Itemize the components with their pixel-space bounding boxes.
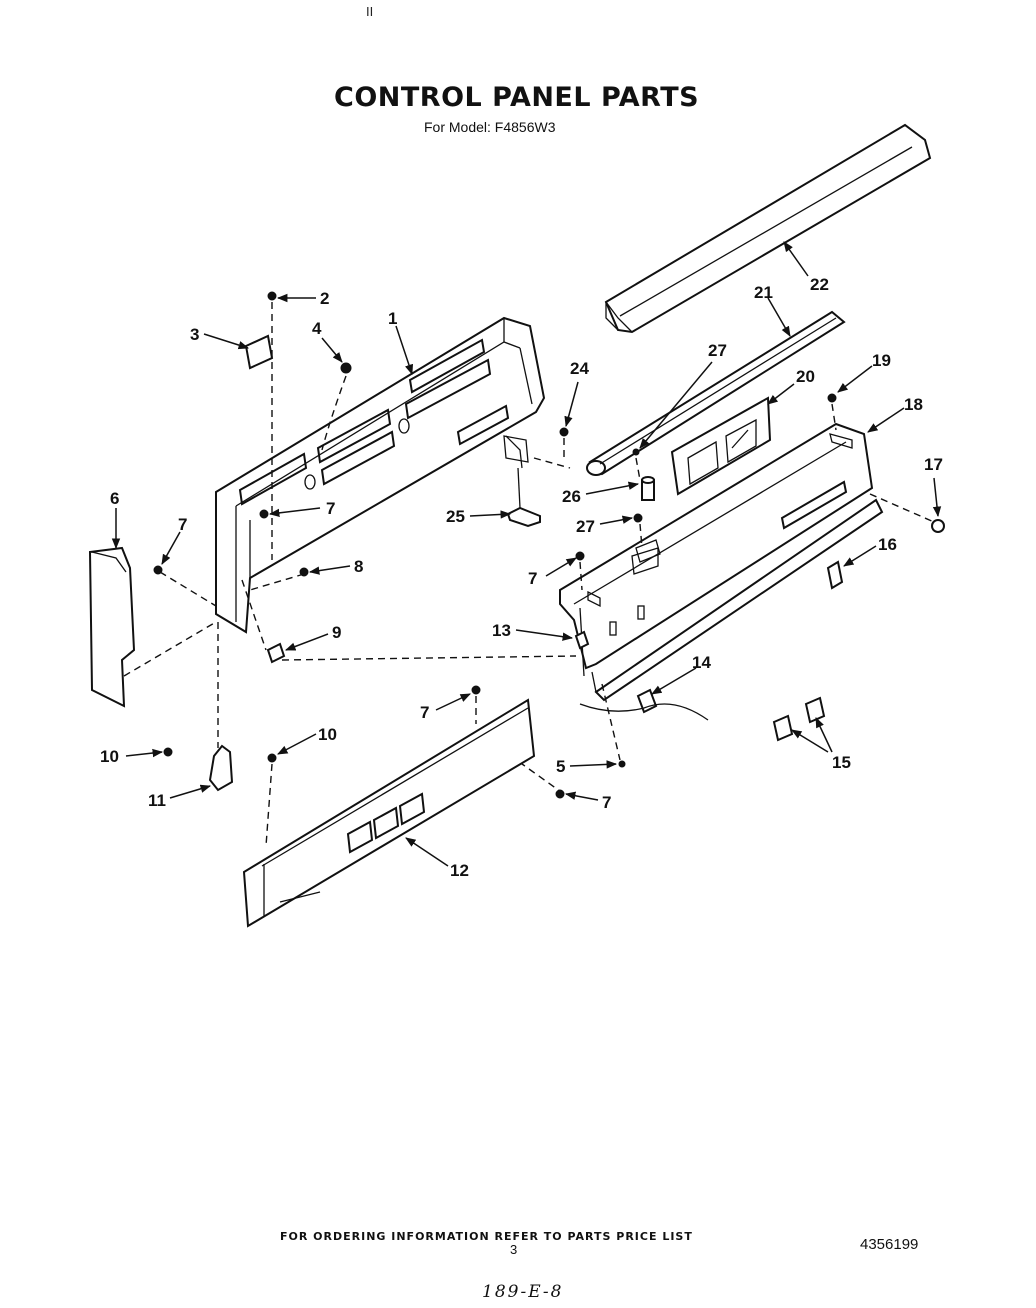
callout-4: 4 [312, 319, 322, 338]
part-24-screw [559, 427, 569, 437]
part-22-top-trim [604, 123, 932, 334]
assembly-dashed-lines [123, 302, 935, 847]
callout-25: 25 [446, 507, 465, 526]
part-17-knob [931, 519, 945, 533]
callout-26: 26 [562, 487, 581, 506]
part-7-screw-a [259, 509, 269, 519]
part-13-clip [574, 630, 590, 650]
callout-7-lower: 7 [420, 703, 429, 722]
part-15-knob-a [772, 714, 794, 742]
callout-12: 12 [450, 861, 469, 880]
model-subtitle: For Model: F4856W3 [424, 119, 556, 135]
callout-7-left: 7 [178, 515, 187, 534]
part-5-screw [618, 760, 626, 768]
callout-14: 14 [692, 653, 711, 672]
callout-7-upper: 7 [326, 499, 335, 518]
callout-labels: 2 3 4 1 7 7 6 8 9 10 10 11 7 12 5 7 13 1… [100, 275, 943, 880]
part-26-cylinder [635, 476, 661, 563]
callout-18: 18 [904, 395, 923, 414]
callout-21: 21 [754, 283, 773, 302]
callout-11: 11 [148, 791, 166, 810]
callout-10-right: 10 [318, 725, 337, 744]
callout-7-bottom: 7 [602, 793, 611, 812]
part-15-knob-b [804, 696, 826, 724]
part-7-screw-c [471, 685, 481, 695]
callout-16: 16 [878, 535, 897, 554]
page-title: CONTROL PANEL PARTS [334, 82, 700, 113]
part-20-switch-plate [670, 396, 772, 496]
part-4-nut [340, 362, 352, 374]
callout-24: 24 [570, 359, 589, 378]
part-7-screw-e [575, 551, 585, 561]
part-27-screw-a [633, 513, 643, 523]
callout-22: 22 [810, 275, 829, 294]
part-19-screw [827, 393, 837, 403]
part-16-clip [826, 560, 844, 590]
callout-17: 17 [924, 455, 943, 474]
callout-6: 6 [110, 489, 119, 508]
part-25-bracket [505, 435, 541, 528]
part-3-clip [244, 334, 274, 370]
part-10-screw-b [267, 753, 277, 763]
callout-8: 8 [354, 557, 363, 576]
part-11-bracket [208, 744, 234, 792]
part-12-lower-trim [242, 698, 536, 928]
callout-15: 15 [832, 753, 851, 772]
callout-1: 1 [388, 309, 397, 328]
leader-lines [111, 241, 942, 867]
callout-3: 3 [190, 325, 199, 344]
hardware-parts [153, 291, 945, 799]
part-14-wire [579, 703, 709, 721]
page-number: 3 [510, 1242, 518, 1257]
callout-27-lower: 27 [576, 517, 595, 536]
callout-20: 20 [796, 367, 815, 386]
callout-7-right: 7 [528, 569, 537, 588]
callout-19: 19 [872, 351, 891, 370]
ordering-note: FOR ORDERING INFORMATION REFER TO PARTS … [280, 1230, 693, 1243]
part-9-clip [266, 642, 286, 664]
part-27-screw-b [632, 448, 640, 456]
handwritten-code: 189-E-8 [482, 1282, 564, 1302]
part-6-end-cap [88, 546, 136, 708]
top-mark: II [366, 4, 374, 19]
callout-10-left: 10 [100, 747, 119, 766]
callout-9: 9 [332, 623, 341, 642]
callout-5: 5 [556, 757, 565, 776]
callout-27-upper: 27 [708, 341, 727, 360]
callout-13: 13 [492, 621, 511, 640]
part-14-clamp [636, 688, 658, 714]
part-21-tube [586, 310, 846, 476]
part-10-screw-a [163, 747, 173, 757]
part-2-screw [267, 291, 277, 301]
document-number: 4356199 [860, 1236, 919, 1253]
part-1-back-panel [215, 316, 546, 634]
callout-2: 2 [320, 289, 329, 308]
